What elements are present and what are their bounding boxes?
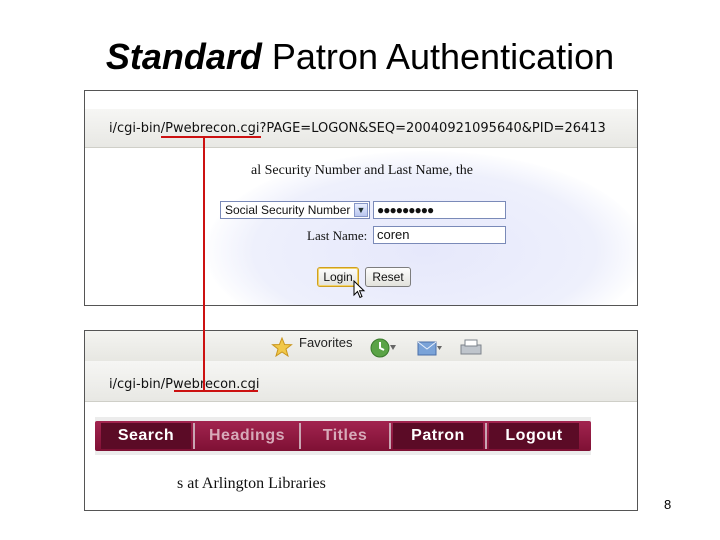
- title-text: Patron Authentication: [261, 36, 615, 77]
- reset-button[interactable]: Reset: [365, 267, 411, 287]
- nav-search[interactable]: Search: [101, 423, 191, 449]
- id-type-select[interactable]: Social Security Number ▼: [220, 201, 370, 219]
- print-icon[interactable]: [459, 339, 483, 357]
- library-heading: s at Arlington Libraries: [177, 475, 326, 492]
- connector-line: [203, 137, 205, 391]
- nav-divider: [389, 423, 391, 449]
- nav-divider: [193, 423, 195, 449]
- nav-divider: [485, 423, 487, 449]
- login-button[interactable]: Login: [317, 267, 359, 287]
- nav-patron[interactable]: Patron: [393, 423, 483, 449]
- address-url[interactable]: i/cgi-bin/Pwebrecon.cgi: [109, 377, 260, 392]
- page-number: 8: [664, 497, 672, 512]
- form-instruction: al Security Number and Last Name, the: [251, 163, 473, 178]
- history-icon[interactable]: [369, 337, 399, 359]
- nav-screenshot: Favorites i/cgi-bin/Pwebrecon.cgi Search…: [84, 330, 638, 511]
- ssn-field[interactable]: ●●●●●●●●●: [373, 201, 506, 219]
- url-underline: [161, 136, 261, 138]
- address-url[interactable]: i/cgi-bin/Pwebrecon.cgi?PAGE=LOGON&SEQ=2…: [109, 121, 606, 136]
- nav-divider: [299, 423, 301, 449]
- url-underline: [174, 390, 258, 392]
- address-bar[interactable]: i/cgi-bin/Pwebrecon.cgi: [85, 361, 637, 402]
- last-name-label: Last Name:: [307, 228, 368, 243]
- title-emphasis: Standard: [105, 36, 262, 77]
- nav-logout[interactable]: Logout: [489, 423, 579, 449]
- id-type-value: Social Security Number: [225, 203, 351, 217]
- star-icon[interactable]: [271, 337, 293, 357]
- browser-toolbar: Favorites: [85, 331, 637, 361]
- mail-icon[interactable]: [415, 337, 443, 359]
- slide-title: Standard Patron Authentication: [0, 36, 720, 78]
- chevron-down-icon[interactable]: ▼: [354, 203, 368, 217]
- nav-titles[interactable]: Titles: [322, 427, 368, 444]
- nav-bar: Search Headings Titles Patron Logout: [95, 421, 591, 451]
- nav-headings[interactable]: Headings: [208, 427, 285, 444]
- last-name-field[interactable]: coren: [373, 226, 506, 244]
- mouse-cursor-icon: [353, 280, 366, 299]
- favorites-label[interactable]: Favorites: [299, 335, 353, 350]
- login-screenshot: i/cgi-bin/Pwebrecon.cgi?PAGE=LOGON&SEQ=2…: [84, 90, 638, 306]
- address-bar[interactable]: i/cgi-bin/Pwebrecon.cgi?PAGE=LOGON&SEQ=2…: [85, 109, 637, 148]
